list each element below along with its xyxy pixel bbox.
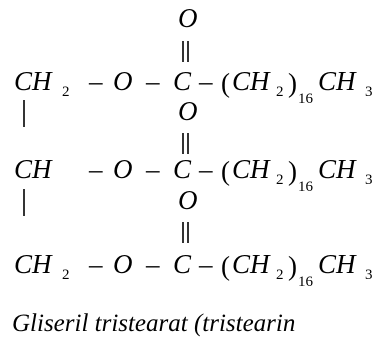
ester-row-3: O CH 2 – O – C – ( CH 2 ) 16 CH 3 (14, 185, 373, 290)
single-bond-3b: – (145, 249, 160, 279)
carbonyl-carbon-3: C (173, 249, 192, 279)
repeat-count-3: 16 (298, 274, 314, 290)
chain-subscript-1: 2 (276, 84, 284, 100)
close-paren-3: ) (288, 251, 297, 281)
end-group-1: CH (318, 66, 357, 96)
glycerol-carbon-3: CH (14, 249, 53, 279)
repeat-count-2: 16 (298, 179, 314, 195)
chain-group-3: CH (232, 249, 271, 279)
single-bond-1a: – (88, 66, 103, 96)
end-group-3: CH (318, 249, 357, 279)
open-paren-3: ( (221, 251, 230, 281)
single-bond-2a: – (88, 154, 103, 184)
chain-group-2: CH (232, 154, 271, 184)
open-paren-1: ( (221, 68, 230, 98)
single-bond-3c: – (198, 249, 213, 279)
close-paren-2: ) (288, 156, 297, 186)
repeat-count-1: 16 (298, 91, 314, 107)
ester-row-2: O CH – O – C – ( CH 2 ) 16 CH 3 (14, 96, 373, 195)
ester-oxygen-1: O (113, 66, 133, 96)
ester-row-1: O CH 2 – O – C – ( CH 2 ) 16 CH 3 (14, 3, 373, 107)
single-bond-3a: – (88, 249, 103, 279)
chain-subscript-2: 2 (276, 172, 284, 188)
single-bond-2c: – (198, 154, 213, 184)
carbonyl-oxygen-2: O (178, 96, 198, 126)
end-subscript-2: 3 (365, 172, 373, 188)
glycerol-carbon-1: CH (14, 66, 53, 96)
end-group-2: CH (318, 154, 357, 184)
chain-subscript-3: 2 (276, 267, 284, 283)
carbonyl-oxygen-1: O (178, 3, 198, 33)
end-subscript-3: 3 (365, 267, 373, 283)
glycerol-carbon-1-subscript: 2 (62, 84, 70, 100)
open-paren-2: ( (221, 156, 230, 186)
ester-oxygen-3: O (113, 249, 133, 279)
ester-oxygen-2: O (113, 154, 133, 184)
end-subscript-1: 3 (365, 84, 373, 100)
carbonyl-carbon-2: C (173, 154, 192, 184)
single-bond-2b: – (145, 154, 160, 184)
single-bond-1b: – (145, 66, 160, 96)
close-paren-1: ) (288, 68, 297, 98)
caption: Gliseril tristearat (tristearin (12, 310, 295, 337)
single-bond-1c: – (198, 66, 213, 96)
chain-group-1: CH (232, 66, 271, 96)
carbonyl-carbon-1: C (173, 66, 192, 96)
glycerol-carbon-3-subscript: 2 (62, 267, 70, 283)
glycerol-carbon-2: CH (14, 154, 53, 184)
carbonyl-oxygen-3: O (178, 185, 198, 215)
